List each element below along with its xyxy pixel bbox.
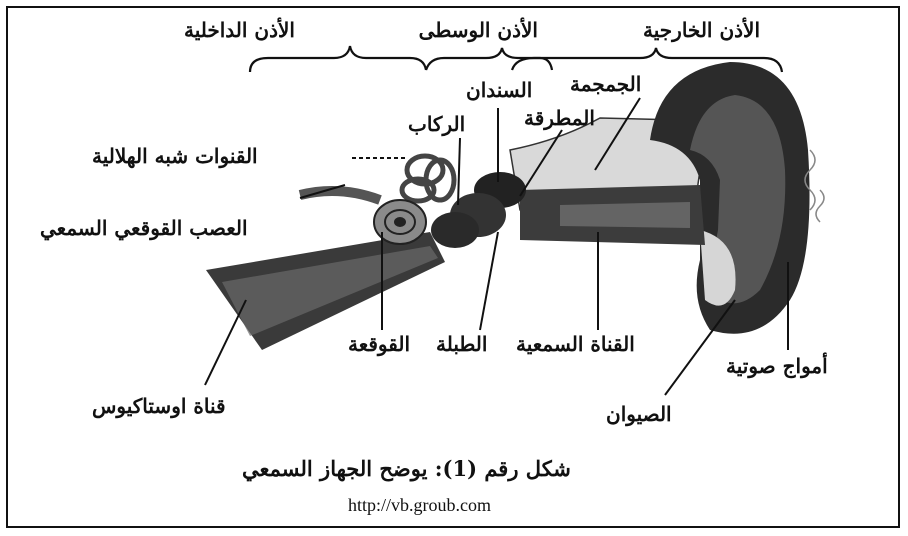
label-skull: الجمجمة xyxy=(570,74,641,94)
label-malleus: المطرقة xyxy=(524,108,595,128)
label-semicircular-canals: القنوات شبه الهلالية xyxy=(92,146,258,166)
leader-eardrum xyxy=(480,232,498,330)
label-eardrum: الطبلة xyxy=(436,334,487,354)
label-incus: السندان xyxy=(466,80,532,100)
label-sound-waves: أمواج صوتية xyxy=(726,356,828,376)
label-stapes: الركاب xyxy=(408,114,465,134)
label-eustachian-tube: قناة اوستاكيوس xyxy=(92,396,226,416)
leader-pinna xyxy=(665,300,735,395)
figure-caption: شكل رقم (1): يوضح الجهاز السمعي xyxy=(242,458,571,479)
section-braces xyxy=(250,46,782,72)
leader-stapes xyxy=(458,138,460,205)
semicircular-canals-shape xyxy=(402,156,454,201)
leader-eustachian xyxy=(205,300,246,385)
label-outer-ear: الأذن الخارجية xyxy=(643,20,760,40)
label-middle-ear: الأذن الوسطى xyxy=(419,20,538,40)
inner-ear-brace xyxy=(250,46,426,72)
ossicles-shape xyxy=(431,172,526,248)
label-pinna: الصيوان xyxy=(606,404,672,424)
label-inner-ear: الأذن الداخلية xyxy=(184,20,295,40)
label-ear-canal: القناة السمعية xyxy=(516,334,635,354)
source-url: http://vb.groub.com xyxy=(348,496,491,514)
label-cochlear-nerve: العصب القوقعي السمعي xyxy=(40,218,248,238)
label-cochlea: القوقعة xyxy=(348,334,410,354)
